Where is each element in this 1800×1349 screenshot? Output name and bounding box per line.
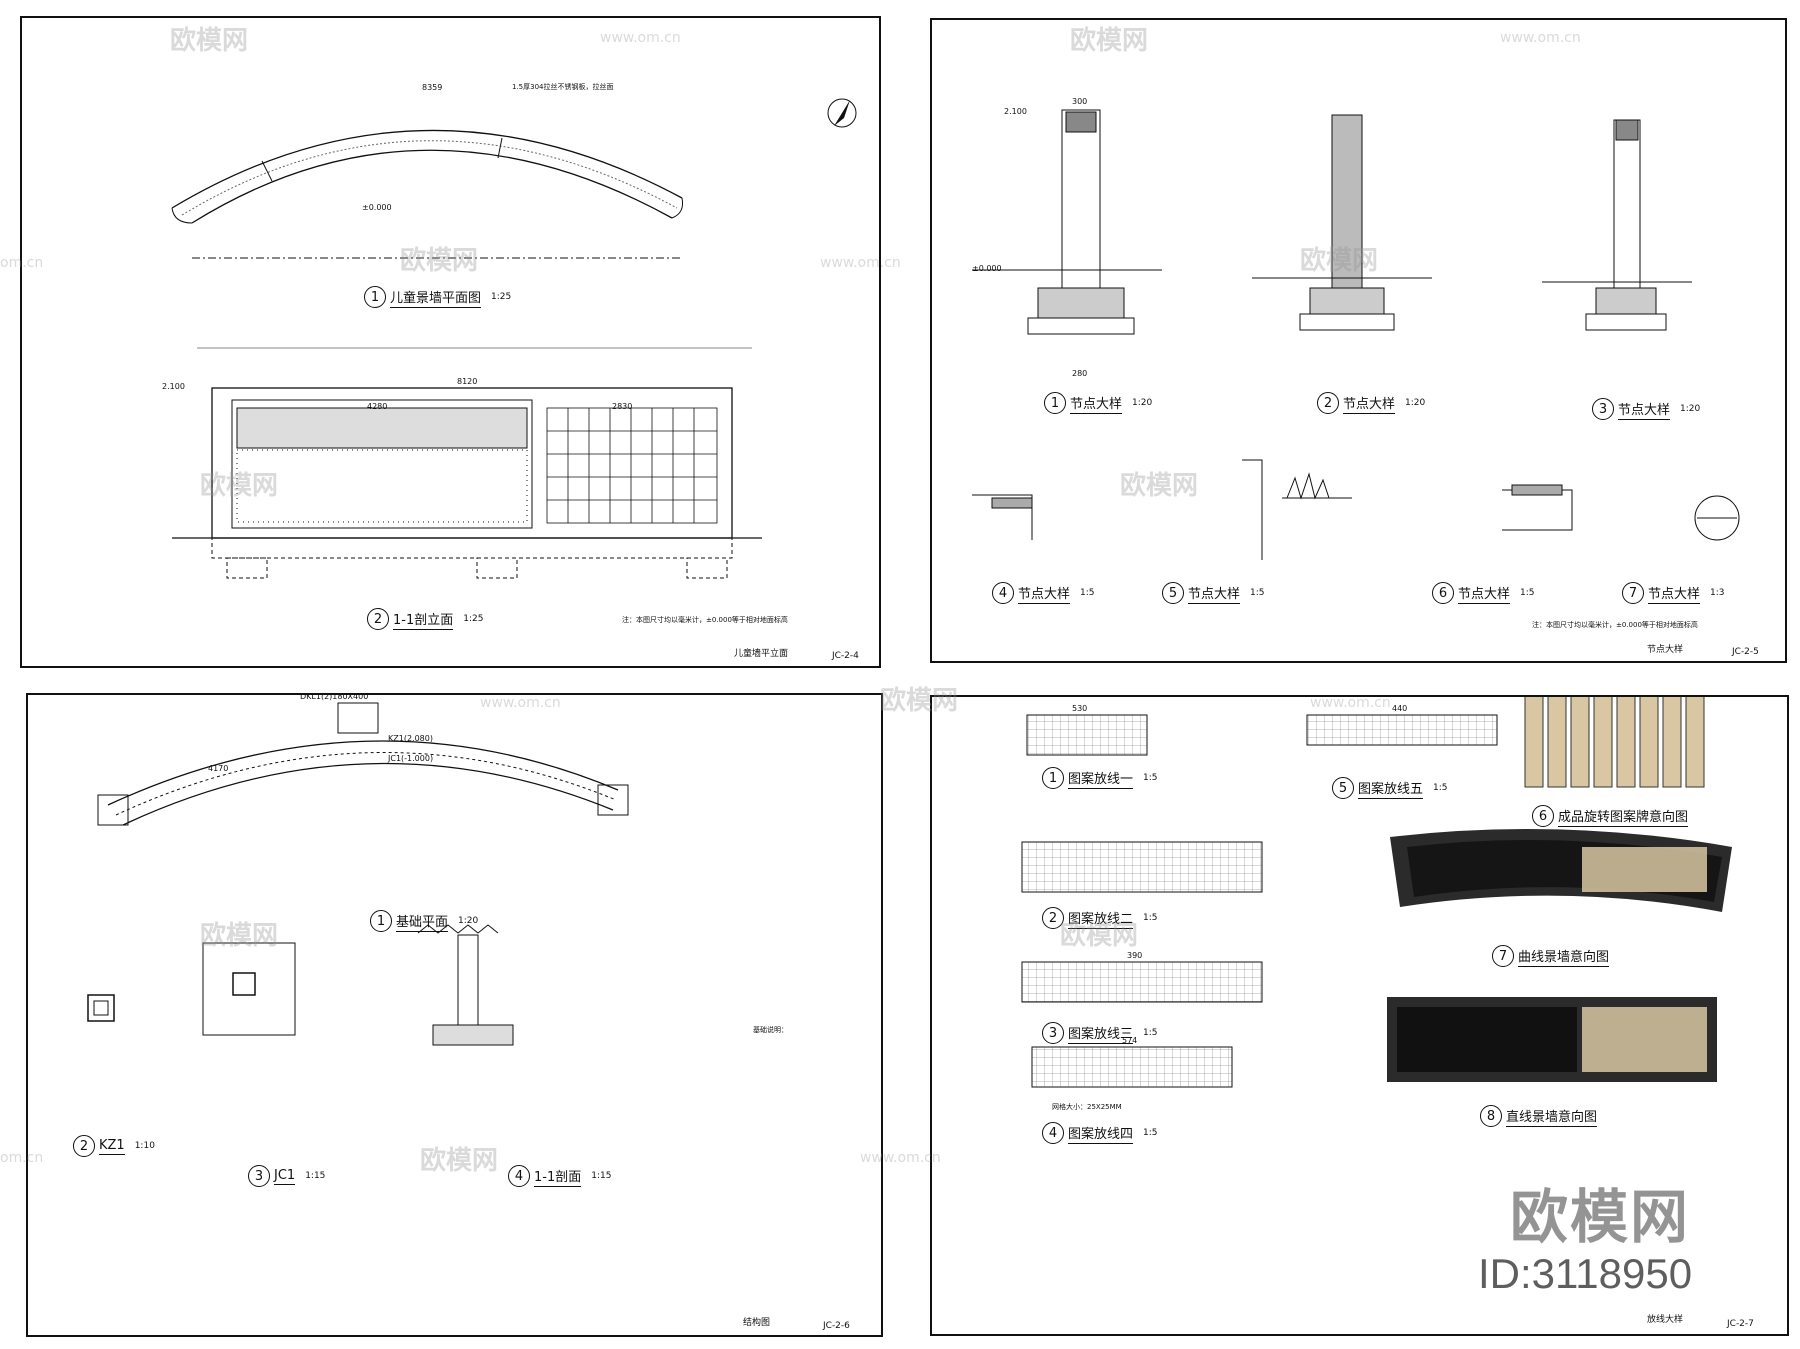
dim-arc-length: 8359 [422,83,443,92]
material-note: 1.5厚304拉丝不锈钢板，拉丝面 [512,83,614,91]
sheet-number: JC-2-5 [1732,647,1759,657]
sheet-name: 节点大样 [1647,645,1684,655]
dim-pattern-3: 390 [1127,951,1143,960]
sheet1-drawing [171,98,857,579]
dim-pattern-1: 530 [1072,704,1088,713]
dim-width: 8120 [457,377,478,386]
detail-base: 280 [1072,369,1088,378]
grid-size-note: 网格大小：25X25MM [1052,1103,1122,1111]
dim-right-panel: 2830 [612,402,633,411]
drawing-sheet-1: 8359 ±0.000 2.100 8120 4280 2830 1.5厚304… [20,16,881,668]
sheet-number: JC-2-4 [832,651,859,661]
foundation-notes-title: 基础说明： [753,1026,788,1034]
detail-width: 300 [1072,97,1088,106]
sheet-name: 儿童墙平立面 [734,649,789,659]
brand-logo: 欧模网 [1510,1183,1691,1251]
drawing-sheet-2: 2.100 ±0.000 300 280 注：本图尺寸均以毫米计，±0.000等… [930,18,1787,663]
dim-pattern-5: 440 [1392,704,1408,713]
level-zero: ±0.000 [362,203,392,212]
dim-left-panel: 4280 [367,402,388,411]
level-top: 2.100 [162,382,185,391]
sheet3-drawing [87,702,629,1046]
dim-pattern-4: 574 [1122,1036,1138,1045]
sheet-number: JC-2-7 [1727,1319,1754,1329]
sheet-number: JC-2-6 [823,1321,850,1331]
sheet2-drawing [972,109,1740,560]
detail-level-zero: ±0.000 [972,264,1002,273]
dim-arc: 4170 [208,764,229,773]
general-note: 注：本图尺寸均以毫米计，±0.000等于相对地面标高 [1532,621,1698,629]
sheet-name: 结构图 [743,1318,771,1328]
column-tag: KZ1(2.080) [388,734,433,743]
general-note: 注：本图尺寸均以毫米计，±0.000等于相对地面标高 [622,616,788,624]
footing-tag: JC1(-1.000) [388,754,434,763]
sheet4-drawing [1021,697,1762,1088]
beam-tag: DKL1(2)180X400 [300,693,369,701]
detail-level-top: 2.100 [1004,107,1027,116]
sheet-name: 放线大样 [1647,1315,1684,1325]
drawing-sheet-3: 4170 DKL1(2)180X400 KZ1(2.080) JC1(-1.00… [26,693,883,1337]
model-id: ID:3118950 [1478,1250,1693,1297]
